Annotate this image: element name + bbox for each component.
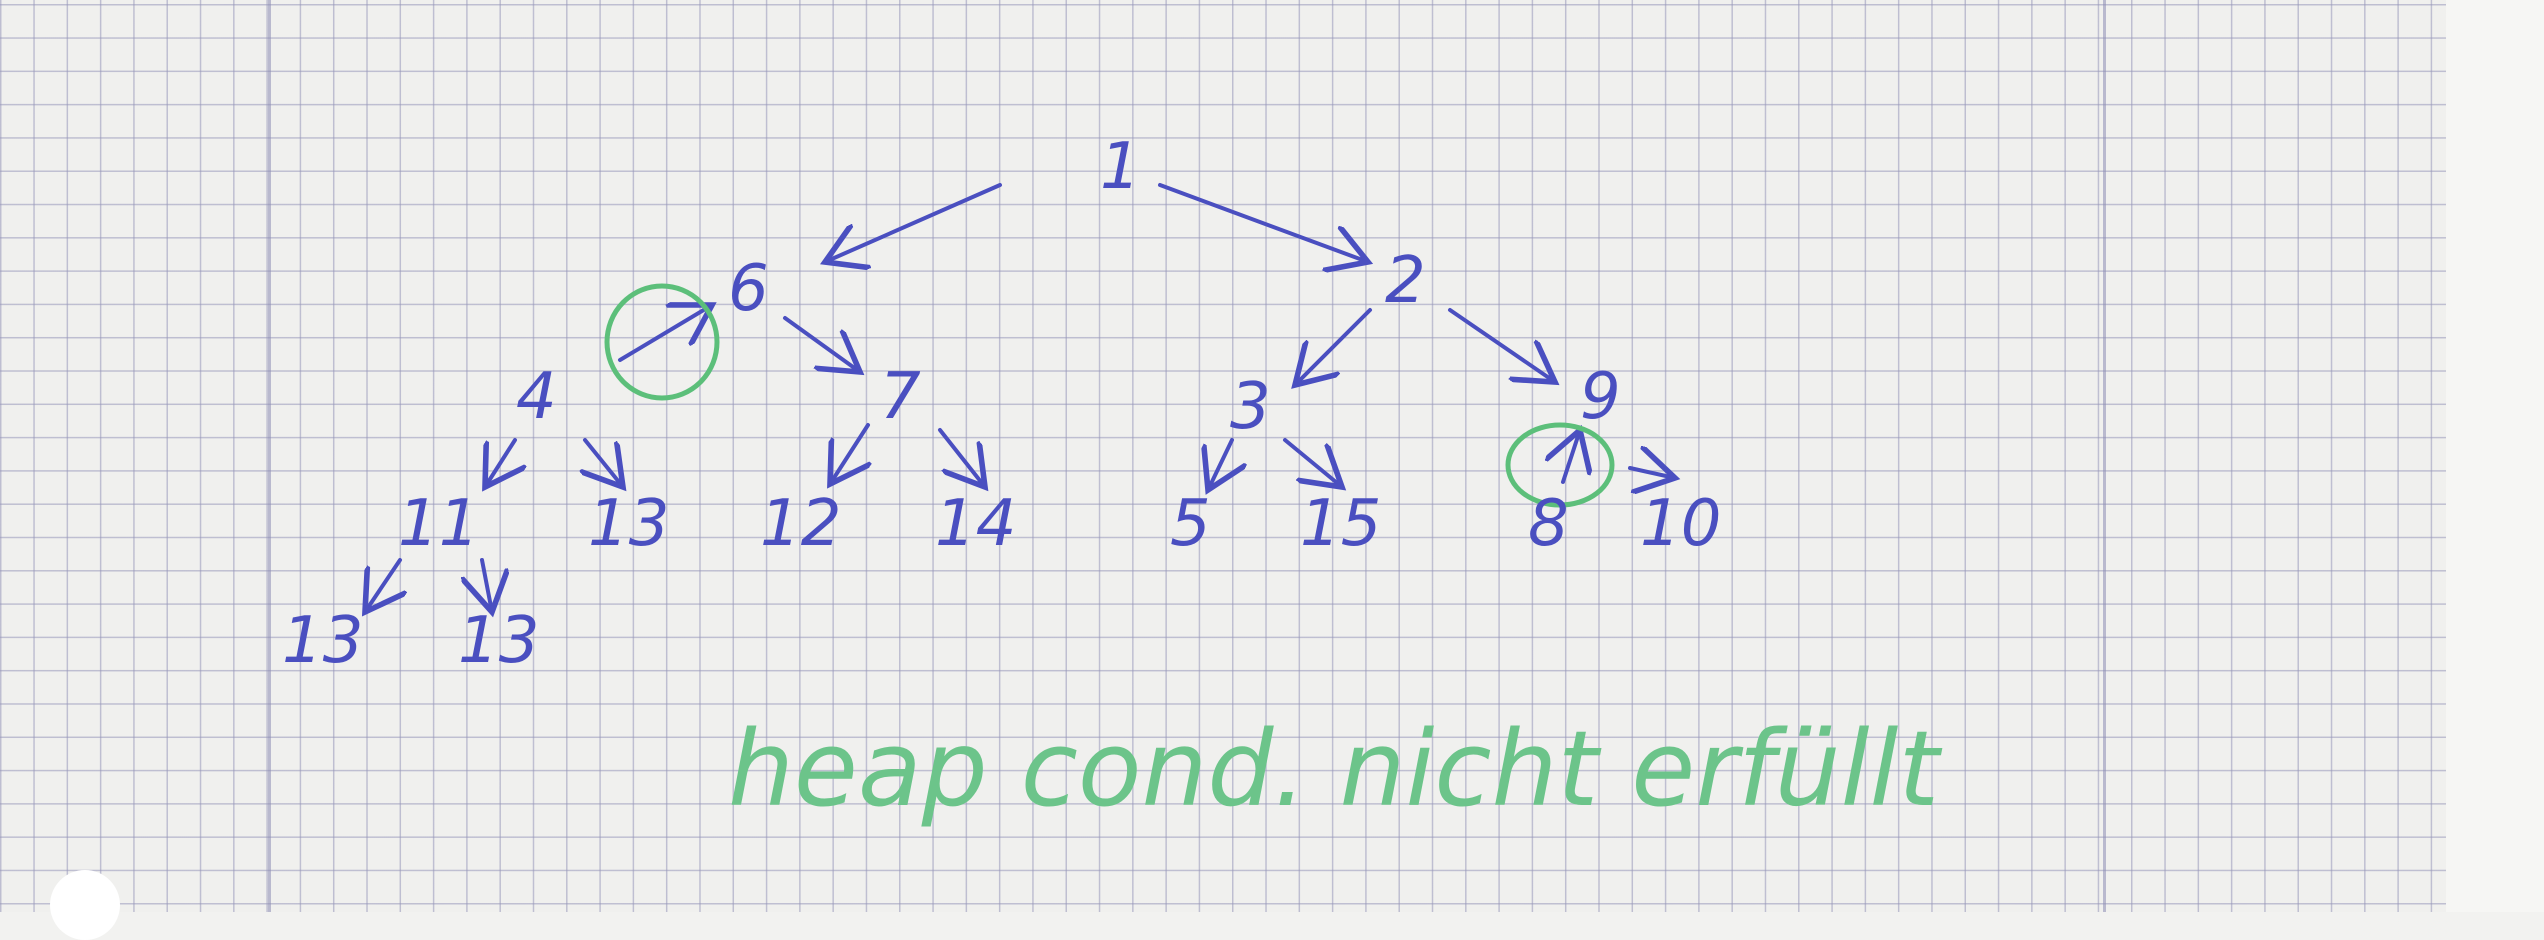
edge-n9-n10 (1628, 468, 1675, 478)
node-9: 9 (1580, 360, 1621, 434)
node-11: 11 (398, 487, 479, 561)
edge-n1-n6 (825, 183, 1002, 262)
edge-n7-n12 (830, 423, 868, 484)
tree-edges (365, 183, 1675, 612)
edge-n6-n7 (783, 316, 860, 372)
node-15: 15 (1300, 487, 1381, 561)
edge-n4-n6 (618, 305, 712, 362)
node-6: 6 (728, 252, 769, 326)
node-1: 1 (1100, 130, 1141, 204)
node-7: 7 (880, 360, 921, 434)
node-14: 14 (935, 487, 1016, 561)
node-13: 13 (282, 604, 363, 678)
caption: heap cond. nicht erfüllt (728, 708, 1942, 830)
paper-margin (2446, 0, 2544, 912)
edge-n8-n9 (1563, 430, 1580, 484)
node-12: 12 (760, 487, 841, 561)
node-8: 8 (1528, 487, 1569, 561)
edge-n3-n15 (1283, 438, 1342, 487)
highlight-circle (604, 283, 720, 401)
edge-n2-n9 (1448, 308, 1555, 382)
node-13: 13 (458, 604, 539, 678)
edge-n11-n13c (482, 558, 492, 612)
grid-major-line (2103, 0, 2106, 912)
node-4: 4 (516, 360, 557, 434)
highlight-circle (1505, 422, 1615, 508)
tree-diagram: 1 6 2 4 7 3 9 11 13 12 14 5 15 8 10 13 1… (282, 130, 1942, 830)
grid-major-line (268, 0, 271, 912)
node-10: 10 (1640, 487, 1721, 561)
node-2: 2 (1385, 244, 1426, 318)
node-3: 3 (1230, 370, 1271, 444)
edge-n3-n5 (1208, 438, 1232, 490)
edge-n7-n14 (938, 428, 985, 487)
node-13: 13 (588, 487, 669, 561)
edge-n11-n13b (365, 558, 400, 612)
edge-n4-n11 (485, 438, 515, 487)
edge-n2-n3 (1295, 308, 1372, 385)
edge-n4-n13a (585, 438, 623, 487)
node-5: 5 (1170, 487, 1211, 561)
edge-n1-n2 (1158, 183, 1368, 262)
